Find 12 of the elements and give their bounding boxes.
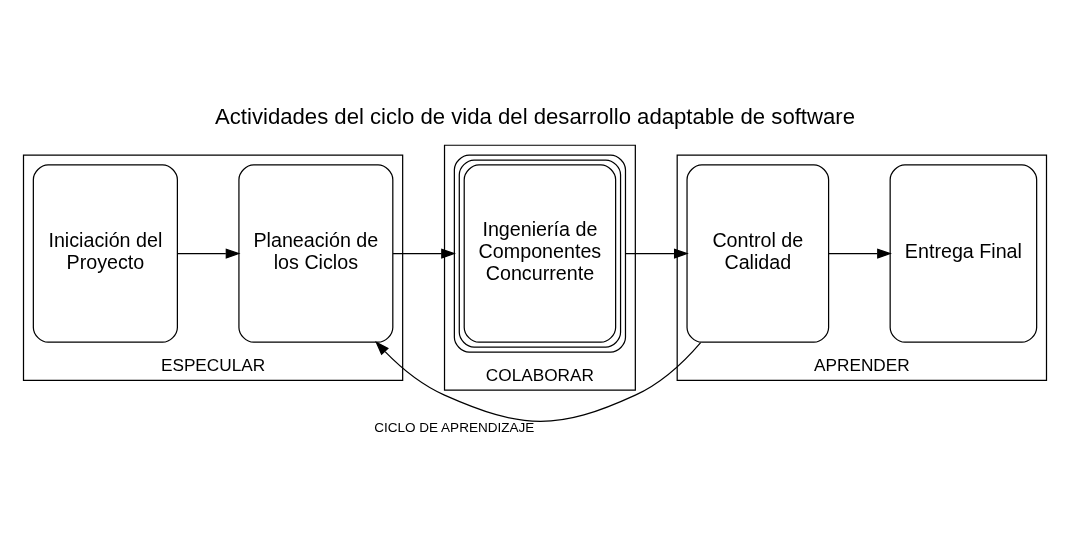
arrow — [177, 247, 241, 259]
node-box: Planeación de los Ciclos — [238, 163, 394, 343]
node-box: Control de Calidad — [686, 163, 830, 343]
node-box: Ingeniería de Componentes Concurrente — [453, 153, 627, 353]
arrow — [392, 247, 456, 259]
arrow — [625, 247, 689, 259]
edge-label: CICLO DE APRENDIZAJE — [374, 419, 535, 435]
arrow — [375, 340, 702, 422]
diagram-title: Actividades del ciclo de vida del desarrollo adaptable de software — [214, 103, 856, 129]
node-box: Entrega Final — [889, 163, 1038, 343]
arrow — [828, 247, 892, 259]
node-box: Iniciación del Proyecto — [32, 163, 178, 343]
